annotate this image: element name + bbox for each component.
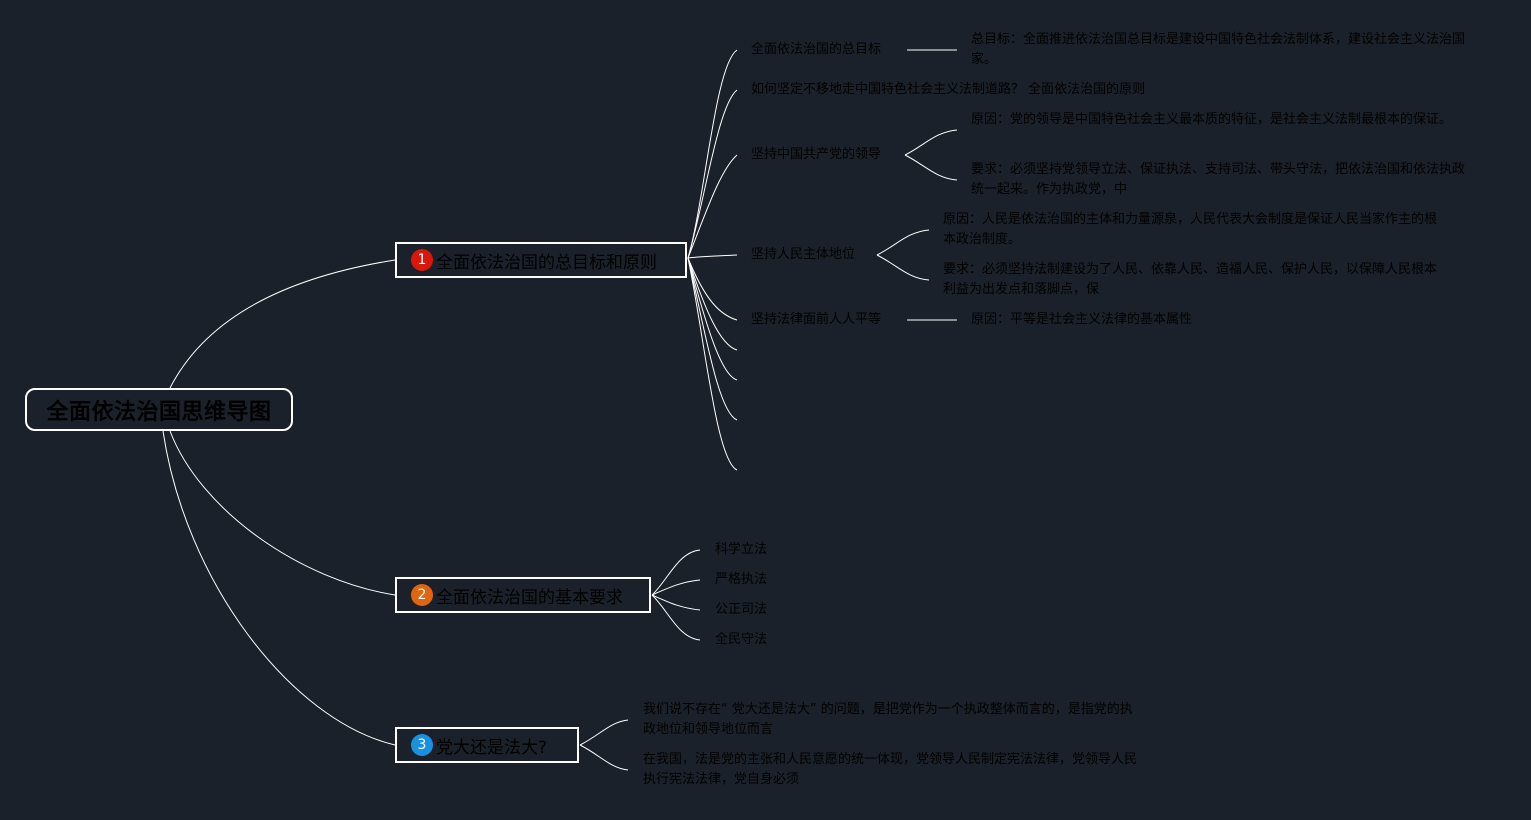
detail-people-subject-reason[interactable]: 原因：人民是依法治国的主体和力量源泉，人民代表大会制度是保证人民当家作主的根本政…: [943, 212, 1438, 247]
number-badge-1-icon: 1: [411, 249, 433, 271]
connector-b1-party: [687, 154, 738, 259]
detail-overall-goal[interactable]: 总目标：全面推进依法治国总目标是建设中国特色社会法制体系，建设社会主义法治国家。: [971, 32, 1466, 67]
subtopic-fair-justice[interactable]: 公正司法: [715, 602, 768, 617]
branch-3-topic[interactable]: 3 党大还是法大?: [395, 727, 579, 763]
number-badge-2-icon: 2: [411, 584, 433, 606]
connector-party-detail-1: [904, 129, 958, 156]
subtopic-party-vs-law-2[interactable]: 在我国，法是党的主张和人民意愿的统一体现，党领导人民制定宪法法律，党领导人民执行…: [643, 752, 1138, 787]
root-topic-label: 全面依法治国思维导图: [46, 399, 272, 425]
branch-1-topic[interactable]: 1 全面依法治国的总目标和原则: [395, 242, 687, 278]
connector-b2-item-2: [651, 579, 701, 596]
connector-b2-item-4: [651, 594, 701, 641]
connector-people-detail-1: [876, 229, 930, 256]
connector-b1-equal: [687, 257, 738, 321]
connector-b1-empty-1: [687, 257, 738, 351]
subtopic-strict-enforcement[interactable]: 严格执法: [715, 572, 768, 587]
connector-b1-empty-4: [687, 257, 738, 471]
number-badge-3-icon: 3: [411, 734, 433, 756]
connector-b3-item-1: [579, 719, 629, 746]
connector-root-branch-3: [162, 430, 396, 746]
subtopic-equality-before-law[interactable]: 坚持法律面前人人平等: [751, 312, 882, 327]
connector-root-branch-2: [169, 430, 396, 596]
subtopic-party-leadership[interactable]: 坚持中国共产党的领导: [751, 147, 882, 162]
connector-b1-empty-3: [687, 257, 738, 421]
connector-root-branch-1: [169, 259, 396, 389]
detail-party-leadership-reason[interactable]: 原因：党的领导是中国特色社会主义最本质的特征，是社会主义法制最根本的保证。: [971, 112, 1453, 127]
connector-people-detail-2: [876, 254, 930, 281]
connector-party-detail-2: [904, 154, 958, 181]
branch-3-label: 党大还是法大?: [436, 737, 548, 758]
subtopic-socialist-road[interactable]: 如何坚定不移地走中国特色社会主义法制道路？ 全面依法治国的原则: [751, 82, 1146, 97]
branch-2-label: 全面依法治国的基本要求: [436, 587, 623, 608]
connector-b3-item-2: [579, 744, 629, 771]
connector-b1-road: [687, 89, 738, 259]
connector-b2-item-3: [651, 594, 701, 611]
subtopic-law-abiding-citizens[interactable]: 全民守法: [715, 632, 768, 647]
subtopic-overall-goal[interactable]: 全面依法治国的总目标: [751, 42, 882, 57]
connector-b1-people: [687, 254, 738, 259]
branch-1-label: 全面依法治国的总目标和原则: [436, 252, 657, 273]
branch-2-topic[interactable]: 2 全面依法治国的基本要求: [395, 577, 651, 613]
detail-equality-before-law-reason[interactable]: 原因：平等是社会主义法律的基本属性: [971, 312, 1193, 327]
connector-b1-empty-2: [687, 257, 738, 381]
root-topic[interactable]: 全面依法治国思维导图: [25, 388, 293, 431]
subtopic-party-vs-law-1[interactable]: 我们说不存在“ 党大还是法大” 的问题，是把党作为一个执政整体而言的，是指党的执…: [643, 702, 1133, 737]
connector-b2-item-1: [651, 549, 701, 596]
subtopic-people-subject[interactable]: 坚持人民主体地位: [751, 247, 856, 262]
subtopic-scientific-legislation[interactable]: 科学立法: [715, 542, 768, 557]
detail-party-leadership-requirement[interactable]: 要求：必须坚持党领导立法、保证执法、支持司法、带头守法，把依法治国和依法执政统一…: [971, 162, 1466, 197]
detail-people-subject-requirement[interactable]: 要求：必须坚持法制建设为了人民、依靠人民、造福人民、保护人民，以保障人民根本利益…: [943, 262, 1438, 297]
